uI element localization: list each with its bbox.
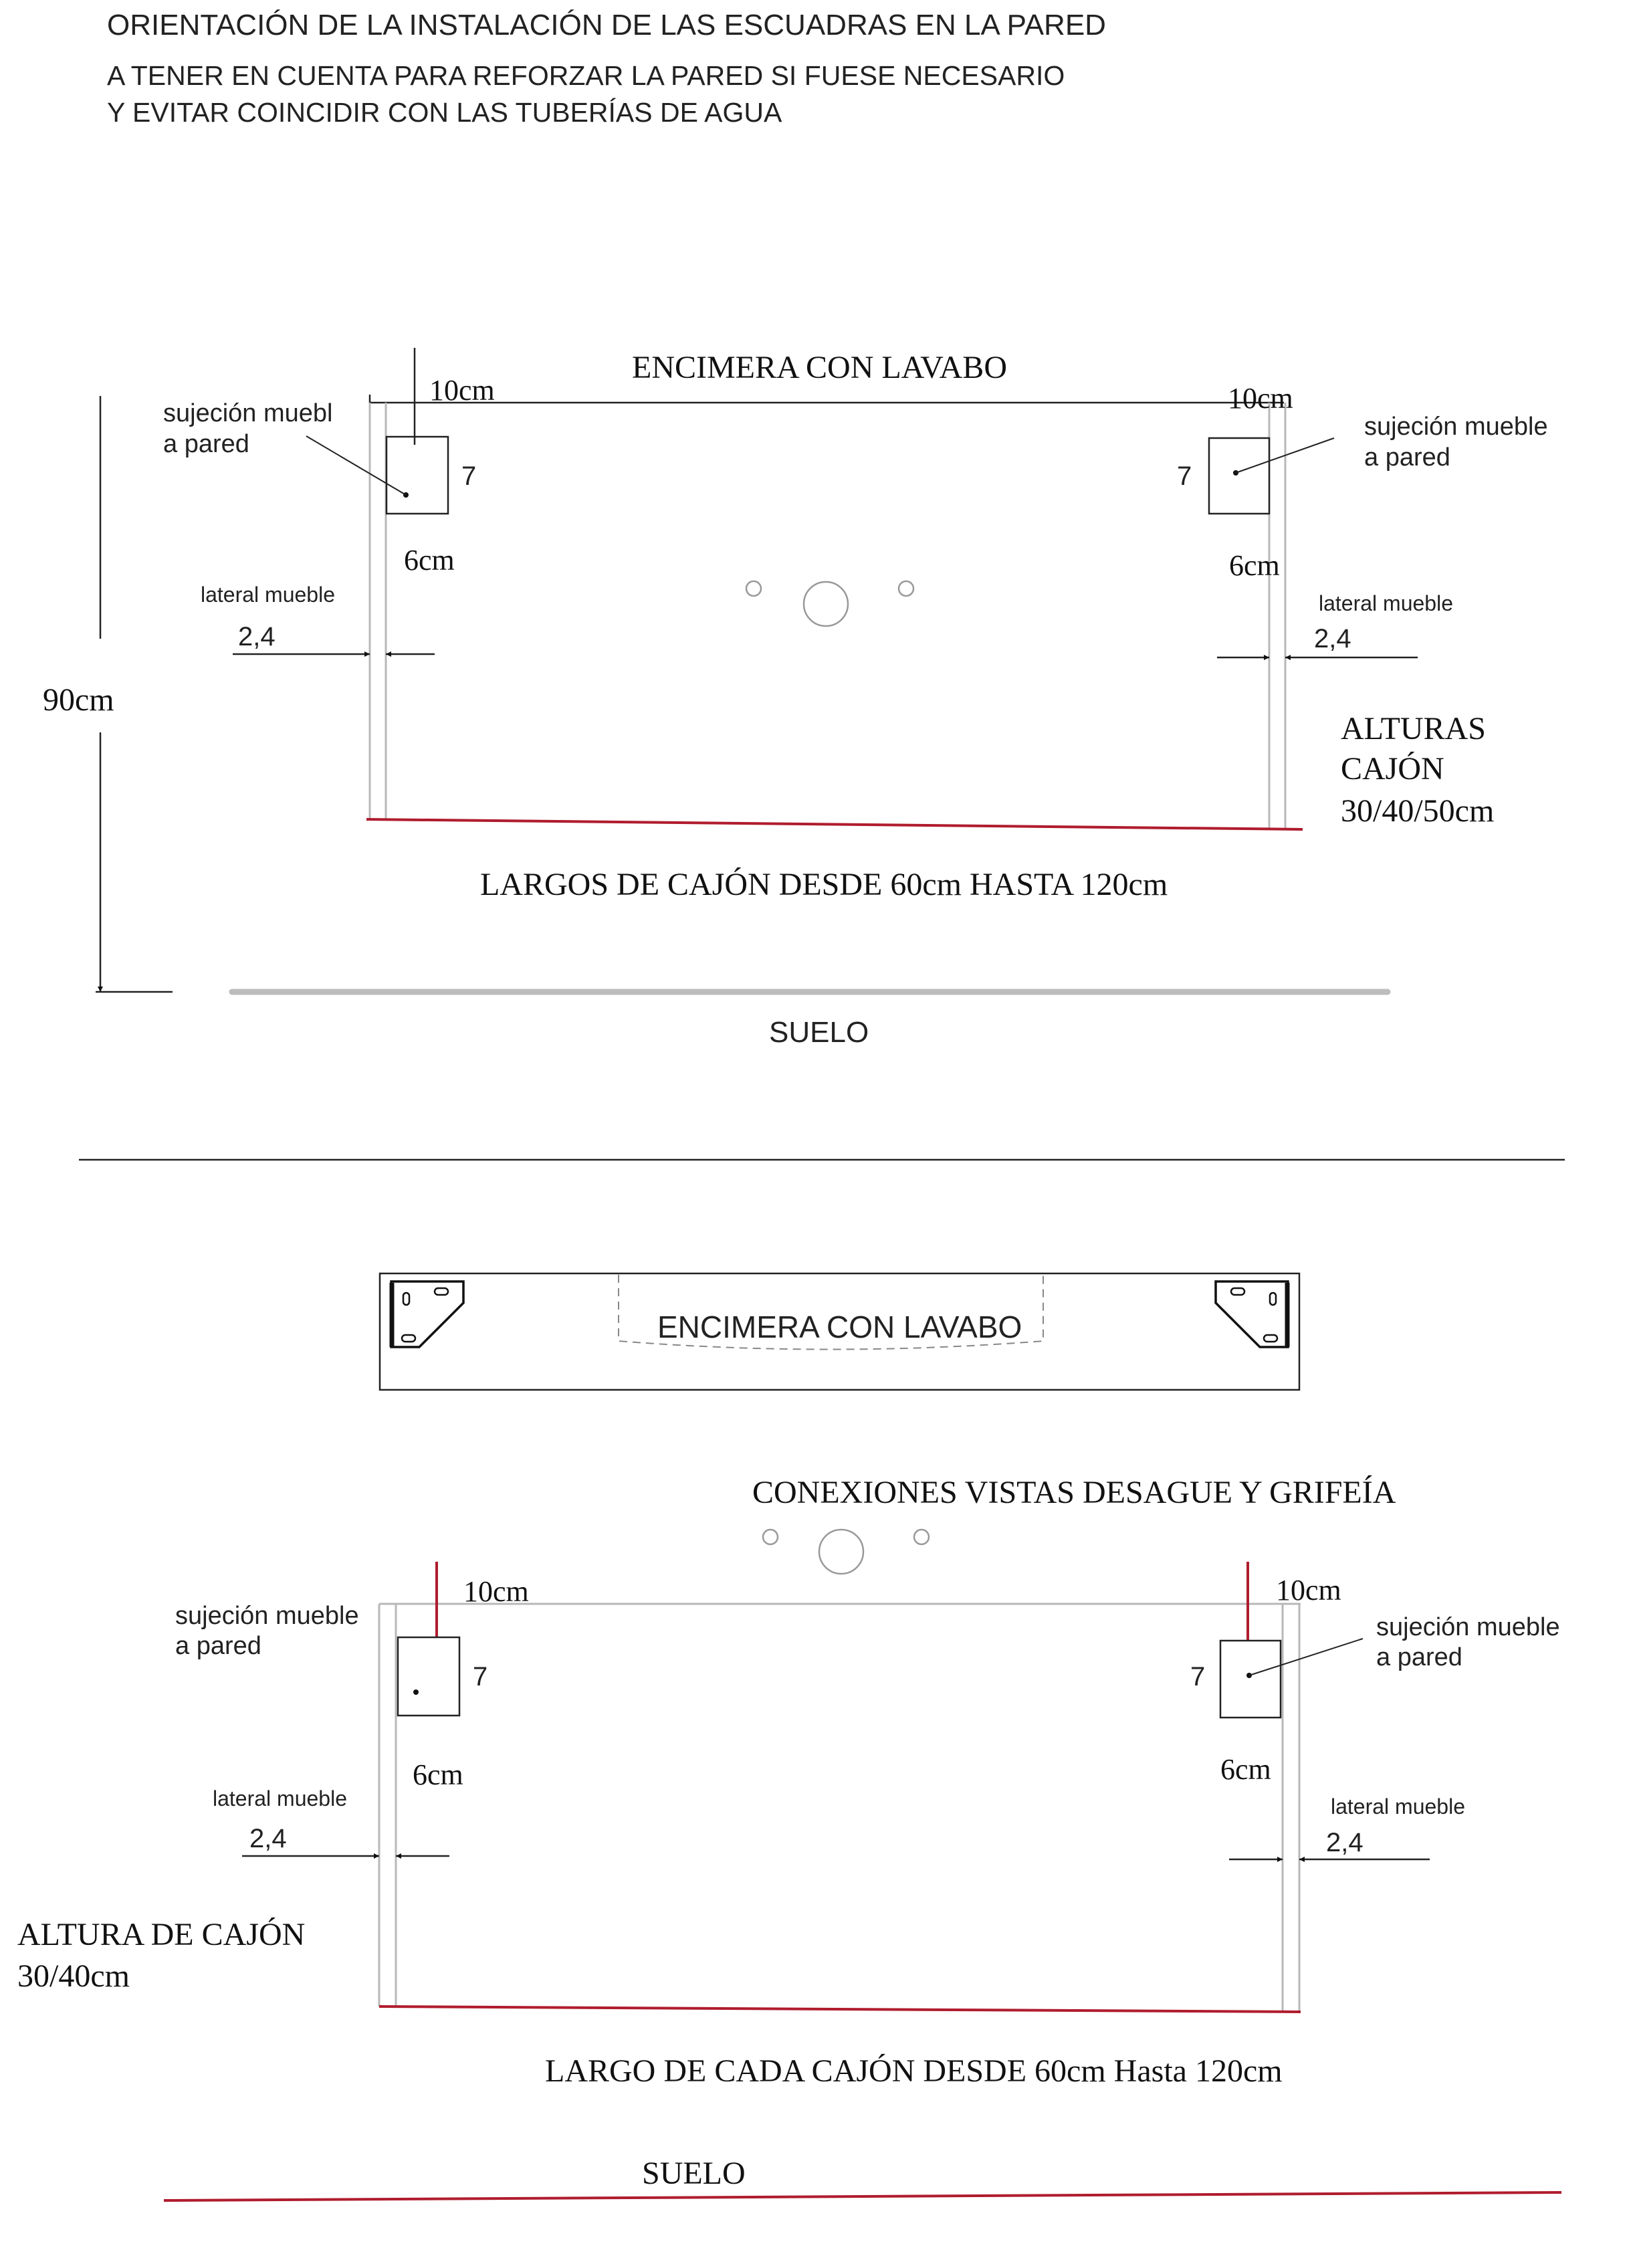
- top-left-bracket-depth: 6cm: [404, 544, 455, 577]
- bottom-right-bracket-label-line2: a pared: [1376, 1643, 1462, 1671]
- bottom-right-bracket: [1219, 1562, 1364, 1719]
- top-left-bracket-height: 7: [461, 461, 476, 491]
- bottom-drawer-lengths: LARGO DE CADA CAJÓN DESDE 60cm Hasta 120…: [545, 2053, 1283, 2089]
- top-right-side-panel: [1268, 403, 1287, 829]
- top-left-bracket-label-line1: sujeción muebl: [163, 399, 332, 427]
- plan-countertop: [378, 1272, 1301, 1391]
- page-subtitle-line2: Y EVITAR COINCIDIR CON LAS TUBERÍAS DE A…: [107, 97, 782, 128]
- top-right-side-thickness: 2,4: [1314, 624, 1351, 653]
- top-left-side-thickness: 2,4: [238, 622, 276, 651]
- top-drawer-line: [366, 818, 1303, 831]
- bottom-connections-label: CONEXIONES VISTAS DESAGUE Y GRIFEÍA: [752, 1475, 1396, 1510]
- bottom-right-bracket-height: 7: [1190, 1662, 1205, 1691]
- bottom-right-bracket-depth: 6cm: [1220, 1753, 1271, 1786]
- bottom-left-bracket-depth: 6cm: [413, 1758, 463, 1791]
- bottom-drawer-line: [378, 2005, 1301, 2013]
- plan-left-bracket-icon: [389, 1280, 465, 1348]
- top-left-bracket-width: 10cm: [429, 374, 495, 407]
- bottom-left-bracket-label-line2: a pared: [175, 1632, 261, 1660]
- bottom-left-bracket-width: 10cm: [463, 1575, 529, 1608]
- top-drawer-lengths: LARGOS DE CAJÓN DESDE 60cm HASTA 120cm: [480, 866, 1168, 902]
- bottom-left-side-thickness: 2,4: [249, 1824, 287, 1853]
- top-left-side-label: lateral mueble: [201, 583, 335, 607]
- bottom-drawer-height-line2: 30/40cm: [17, 1958, 130, 1994]
- top-right-side-label: lateral mueble: [1319, 591, 1453, 615]
- plan-countertop-label: ENCIMERA CON LAVABO: [657, 1310, 1022, 1344]
- bottom-floor-line: [163, 2191, 1562, 2202]
- top-countertop-label: ENCIMERA CON LAVABO: [632, 350, 1007, 385]
- top-right-bracket-label-line1: sujeción mueble: [1364, 413, 1548, 441]
- bottom-elevation-diagram: CONEXIONES VISTAS DESAGUE Y GRIFEÍA 10cm…: [17, 1475, 1562, 2202]
- bottom-right-side-thickness: 2,4: [1326, 1828, 1364, 1857]
- bottom-right-side-label: lateral mueble: [1331, 1794, 1465, 1819]
- bottom-floor-label: SUELO: [642, 2156, 746, 2191]
- bottom-right-side-panel: [1281, 1604, 1301, 2012]
- bottom-left-bracket-height: 7: [473, 1662, 487, 1691]
- top-floor-label: SUELO: [769, 1016, 869, 1049]
- bottom-drawer-height-line1: ALTURA DE CAJÓN: [17, 1916, 305, 1952]
- top-right-bracket-depth: 6cm: [1229, 549, 1280, 582]
- top-total-height: 90cm: [43, 682, 114, 718]
- plan-sink-outline: [618, 1275, 1044, 1350]
- top-right-bracket: [1208, 437, 1335, 515]
- bottom-left-side-panel: [378, 1604, 397, 2006]
- bottom-right-bracket-label-line1: sujeción mueble: [1376, 1613, 1560, 1641]
- bottom-left-bracket-label-line1: sujeción mueble: [175, 1602, 359, 1630]
- bottom-left-bracket: [397, 1562, 461, 1717]
- top-left-bracket-label-line2: a pared: [163, 430, 249, 458]
- page-title: ORIENTACIÓN DE LA INSTALACIÓN DE LAS ESC…: [107, 9, 1106, 41]
- top-right-bracket-width: 10cm: [1228, 382, 1293, 415]
- top-drawer-heights-line2: CAJÓN: [1341, 750, 1444, 787]
- top-left-bracket: [306, 348, 449, 515]
- top-drawer-heights-line3: 30/40/50cm: [1341, 793, 1494, 829]
- top-elevation-diagram: ENCIMERA CON LAVABO 10cm 7 6cm sujeción …: [43, 348, 1548, 1049]
- top-sink-holes: [745, 580, 915, 627]
- bottom-right-bracket-width: 10cm: [1276, 1574, 1341, 1607]
- top-left-side-panel: [368, 403, 387, 819]
- plan-view: ENCIMERA CON LAVABO: [378, 1272, 1301, 1391]
- top-drawer-heights-line1: ALTURAS: [1341, 711, 1486, 746]
- bottom-sink-holes: [762, 1528, 930, 1575]
- page-subtitle-line1: A TENER EN CUENTA PARA REFORZAR LA PARED…: [107, 60, 1065, 91]
- bottom-left-side-label: lateral mueble: [213, 1786, 347, 1811]
- plan-right-bracket-icon: [1214, 1280, 1290, 1348]
- top-right-bracket-label-line2: a pared: [1364, 443, 1450, 472]
- top-right-bracket-height: 7: [1177, 461, 1192, 491]
